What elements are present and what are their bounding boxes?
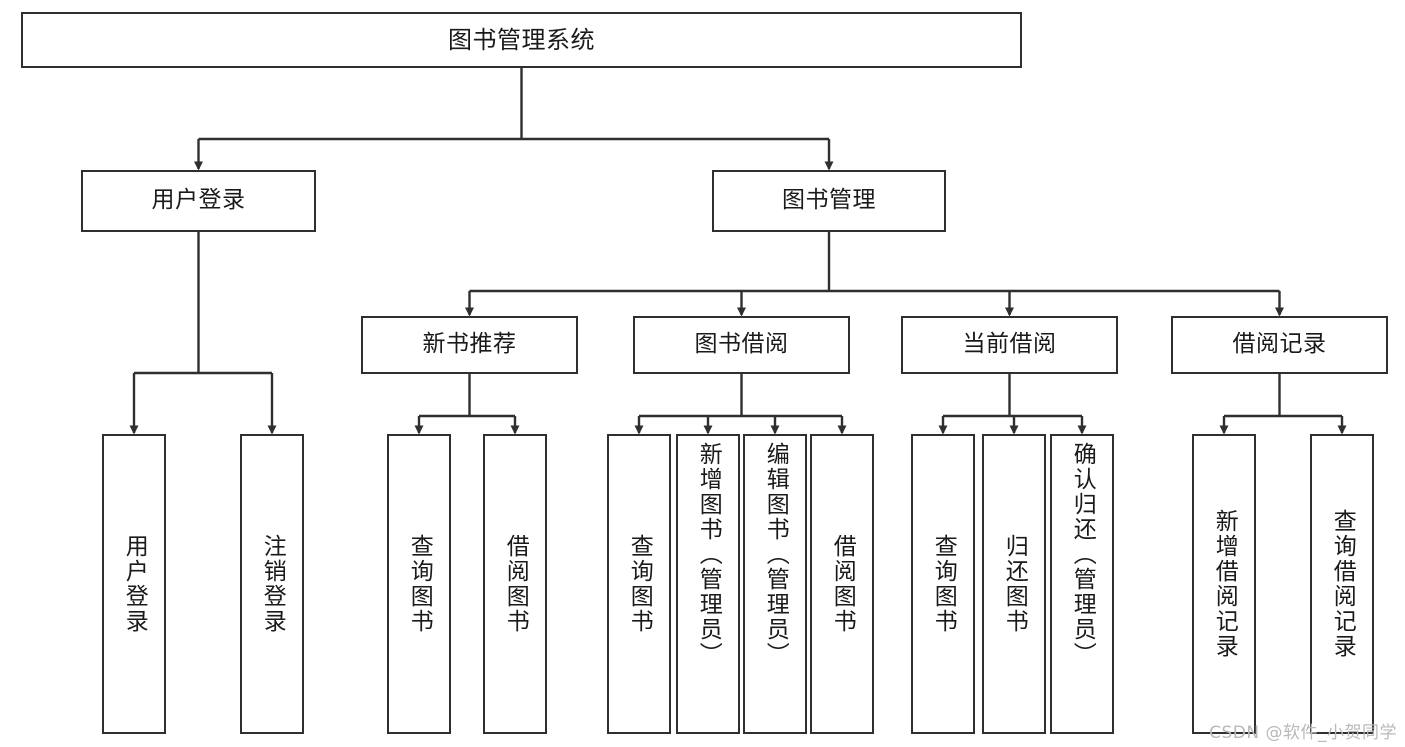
node-leaf-return-book-label: 归还图书 [1001, 534, 1028, 634]
node-n-borrow-record-label: 借阅记录 [1232, 331, 1327, 358]
node-n-book-borrow[interactable]: 图书借阅 [633, 316, 850, 374]
node-leaf-edit-book-admin-label: 编辑图书（管理员） [762, 442, 789, 667]
node-leaf-add-borrow-record-label: 新增借阅记录 [1211, 509, 1238, 659]
node-leaf-borrow-book-2[interactable]: 借阅图书 [810, 434, 874, 734]
node-n-borrow-record[interactable]: 借阅记录 [1171, 316, 1388, 374]
node-leaf-logout-login-label: 注销登录 [259, 534, 286, 634]
node-n-new-book-rec[interactable]: 新书推荐 [361, 316, 578, 374]
node-n-new-book-rec-label: 新书推荐 [422, 331, 517, 358]
node-leaf-add-book-admin-label: 新增图书（管理员） [695, 442, 722, 667]
node-leaf-query-book-2-label: 查询图书 [626, 534, 653, 634]
node-n-book-manage-label: 图书管理 [782, 187, 876, 214]
node-leaf-query-book-2[interactable]: 查询图书 [607, 434, 671, 734]
node-n-current-borrow-label: 当前借阅 [962, 331, 1057, 358]
node-leaf-user-login-label: 用户登录 [121, 534, 148, 634]
node-n-user-login[interactable]: 用户登录 [81, 170, 316, 232]
node-leaf-return-book[interactable]: 归还图书 [982, 434, 1046, 734]
node-root-label: 图书管理系统 [448, 25, 595, 54]
node-leaf-query-borrow-record-label: 查询借阅记录 [1329, 509, 1356, 659]
node-leaf-query-book-3-label: 查询图书 [930, 534, 957, 634]
node-leaf-borrow-book-1[interactable]: 借阅图书 [483, 434, 547, 734]
node-root[interactable]: 图书管理系统 [21, 12, 1022, 68]
node-leaf-borrow-book-2-label: 借阅图书 [829, 534, 856, 634]
node-leaf-borrow-book-1-label: 借阅图书 [502, 534, 529, 634]
node-leaf-query-borrow-record[interactable]: 查询借阅记录 [1310, 434, 1374, 734]
node-leaf-user-login[interactable]: 用户登录 [102, 434, 166, 734]
node-n-book-borrow-label: 图书借阅 [694, 331, 789, 358]
node-leaf-add-book-admin[interactable]: 新增图书（管理员） [676, 434, 740, 734]
node-leaf-add-borrow-record[interactable]: 新增借阅记录 [1192, 434, 1256, 734]
node-leaf-query-book-1-label: 查询图书 [406, 534, 433, 634]
node-leaf-logout-login[interactable]: 注销登录 [240, 434, 304, 734]
node-n-user-login-label: 用户登录 [151, 187, 246, 214]
node-leaf-query-book-1[interactable]: 查询图书 [387, 434, 451, 734]
node-leaf-confirm-return[interactable]: 确认归还（管理员） [1050, 434, 1114, 734]
node-leaf-query-book-3[interactable]: 查询图书 [911, 434, 975, 734]
node-leaf-edit-book-admin[interactable]: 编辑图书（管理员） [743, 434, 807, 734]
node-n-book-manage[interactable]: 图书管理 [712, 170, 946, 232]
connector-group [129, 68, 1347, 435]
node-leaf-confirm-return-label: 确认归还（管理员） [1069, 442, 1096, 667]
node-n-current-borrow[interactable]: 当前借阅 [901, 316, 1118, 374]
